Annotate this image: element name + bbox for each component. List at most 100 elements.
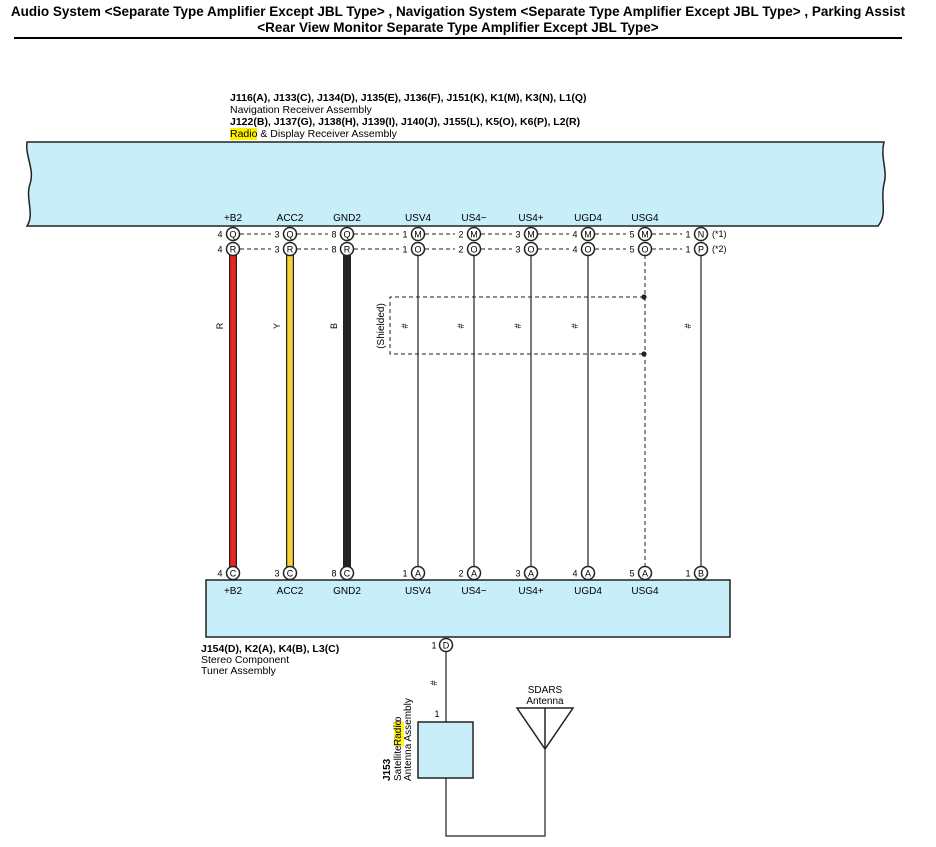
wire-7-top-pin-1-letter: M bbox=[584, 229, 592, 239]
wire-7-color-code: # bbox=[570, 323, 580, 328]
wire-6-bottom-pin-number: 3 bbox=[515, 568, 520, 578]
wire-2-top-pin-2-circle bbox=[282, 241, 298, 257]
wire-3-bottom-label: GND2 bbox=[333, 586, 361, 597]
wire-1-top-pin-1-letter: Q bbox=[229, 229, 236, 239]
shield-dot-bottom bbox=[641, 351, 647, 357]
wire-8-bottom-label: USG4 bbox=[631, 586, 659, 597]
wire-2-top-pin-1-number: 3 bbox=[274, 229, 279, 239]
wire-5-top-pin-1-letter: M bbox=[470, 229, 478, 239]
wire-1-top-pin-2-letter: R bbox=[230, 244, 237, 254]
wire-2-color-code: Y bbox=[272, 323, 282, 329]
wire-8-top-pin-2-circle bbox=[637, 241, 653, 257]
receiver-assembly-box bbox=[25, 141, 886, 227]
wire-1-color-code: R bbox=[215, 322, 225, 329]
wire-4-top-pin-2-circle bbox=[410, 241, 426, 257]
satellite-antenna-code: J153 bbox=[382, 758, 393, 781]
sdars-label-2: Antenna bbox=[526, 696, 564, 707]
wire-6-bottom-pin-circle bbox=[523, 565, 539, 581]
wire-2-top-pin-1-circle bbox=[282, 226, 298, 242]
wire-6-color-code: # bbox=[513, 323, 523, 328]
tuner-assembly-box bbox=[205, 579, 731, 638]
wire-5-top-pin-1-number: 2 bbox=[458, 229, 463, 239]
wire-7-bottom-pin-number: 4 bbox=[572, 568, 577, 578]
sdars-label-1: SDARS bbox=[528, 685, 563, 696]
wire-2-top-pin-2-number: 3 bbox=[274, 244, 279, 254]
wire-8-bottom-pin-circle bbox=[637, 565, 653, 581]
wire-8-top-pin-2-number: 5 bbox=[629, 244, 634, 254]
wire-1-bottom-pin-letter: C bbox=[230, 568, 237, 578]
wire-3-top-pin-2-number: 8 bbox=[331, 244, 336, 254]
wire-5-top-pin-1-circle bbox=[466, 226, 482, 242]
shield-dot-top bbox=[641, 294, 647, 300]
diagram-title: Audio System <Separate Type Amplifier Ex… bbox=[0, 4, 916, 36]
wire-5-top-pin-2-letter: O bbox=[470, 244, 477, 254]
tuner-pin-d-number: 1 bbox=[431, 641, 436, 651]
wire-4-bottom-label: USV4 bbox=[405, 586, 432, 597]
wire-1-bottom-pin-number: 4 bbox=[217, 568, 222, 578]
antenna-ground-loop bbox=[445, 749, 546, 837]
wire-2-top-pin-2-letter: R bbox=[287, 244, 294, 254]
wire-4-top-pin-1-letter: M bbox=[414, 229, 422, 239]
wire-3-bottom-pin-circle bbox=[339, 565, 355, 581]
wire-2-bottom-pin-number: 3 bbox=[274, 568, 279, 578]
wire-9-top-pin-2-number: 1 bbox=[685, 244, 690, 254]
wire-1-top-pin-2-number: 4 bbox=[217, 244, 222, 254]
wire-6-top-pin-1-letter: M bbox=[527, 229, 535, 239]
wire-6-bottom-label: US4+ bbox=[518, 586, 543, 597]
wire-4-bottom-pin-number: 1 bbox=[402, 568, 407, 578]
wire-6-top-pin-2-letter: O bbox=[527, 244, 534, 254]
wire-3-top-pin-1-letter: Q bbox=[343, 229, 350, 239]
wire-6-top-pin-1-circle bbox=[523, 226, 539, 242]
wire-1-bottom-label: +B2 bbox=[224, 586, 243, 597]
wire-9-color-code: # bbox=[683, 323, 693, 328]
tuner-pin-d-letter: D bbox=[443, 641, 450, 651]
wire-9-top-pin-1-number: 1 bbox=[685, 229, 690, 239]
satellite-antenna-radio-word: Radio bbox=[393, 719, 404, 746]
wire-6-top-pin-2-number: 3 bbox=[515, 244, 520, 254]
title-rule bbox=[14, 37, 902, 39]
wire-4-top-pin-1-number: 1 bbox=[402, 229, 407, 239]
wire-4-top-pin-2-letter: O bbox=[414, 244, 421, 254]
wire-4-top-label: USV4 bbox=[405, 213, 432, 224]
wire-3-bottom-pin-letter: C bbox=[344, 568, 351, 578]
wire-5-top-pin-2-circle bbox=[466, 241, 482, 257]
wire-5-bottom-pin-letter: A bbox=[471, 568, 477, 578]
wire-4-top-pin-1-circle bbox=[410, 226, 426, 242]
wire-4-color-code: # bbox=[400, 323, 410, 328]
wire-8-top-pin-1-number: 5 bbox=[629, 229, 634, 239]
wire-3-color-code: B bbox=[329, 323, 339, 329]
wire-3-top-pin-2-circle bbox=[339, 241, 355, 257]
wire-3-top-pin-2-letter: R bbox=[344, 244, 351, 254]
satellite-antenna-name-2: Antenna Assembly bbox=[403, 698, 414, 781]
satellite-antenna-pin: 1 bbox=[434, 709, 439, 719]
wire-3-top-pin-1-number: 8 bbox=[331, 229, 336, 239]
wire-9-top-pin-2-letter: P bbox=[698, 244, 704, 254]
wire-7-top-pin-2-circle bbox=[580, 241, 596, 257]
wire-5-bottom-label: US4− bbox=[461, 586, 486, 597]
wire-1-top-pin-1-circle bbox=[225, 226, 241, 242]
radio-highlight: Radio bbox=[230, 128, 258, 140]
note-2: (*2) bbox=[712, 244, 727, 254]
wire-8-top-pin-1-circle bbox=[637, 226, 653, 242]
wire-5-color-code: # bbox=[456, 323, 466, 328]
tuner-codes: J154(D), K2(A), K4(B), L3(C) bbox=[201, 643, 340, 655]
wire-9-bottom-pin-number: 1 bbox=[685, 568, 690, 578]
tuner-antenna-twist-mark: # bbox=[429, 680, 439, 685]
wire-9-top-pin-1-circle bbox=[693, 226, 709, 242]
wire-3-bottom-pin-number: 8 bbox=[331, 568, 336, 578]
wire-1-bottom-pin-circle bbox=[225, 565, 241, 581]
nav-receiver-codes: J116(A), J133(C), J134(D), J135(E), J136… bbox=[230, 92, 587, 104]
wire-3-top-pin-1-circle bbox=[339, 226, 355, 242]
shield-label: (Shielded) bbox=[376, 303, 387, 349]
wire-5-bottom-pin-number: 2 bbox=[458, 568, 463, 578]
title-line-2: <Rear View Monitor Separate Type Amplifi… bbox=[257, 20, 659, 35]
wire-1-top-label: +B2 bbox=[224, 213, 243, 224]
wire-9-bottom-pin-letter: B bbox=[698, 568, 704, 578]
radio-receiver-codes: J122(B), J137(G), J138(H), J139(I), J140… bbox=[230, 116, 581, 128]
wire-4-bottom-pin-circle bbox=[410, 565, 426, 581]
wire-2-bottom-label: ACC2 bbox=[277, 586, 304, 597]
wire-2-bottom-pin-circle bbox=[282, 565, 298, 581]
wire-8-top-pin-2-letter: O bbox=[641, 244, 648, 254]
wire-1-top-pin-2-circle bbox=[225, 241, 241, 257]
wire-8-bottom-pin-letter: A bbox=[642, 568, 648, 578]
